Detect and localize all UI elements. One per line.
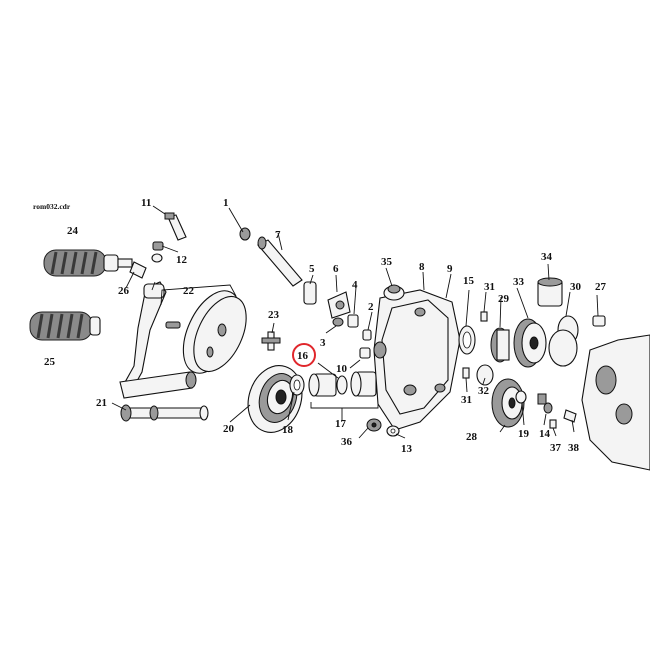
rings-30 xyxy=(548,315,579,367)
gear-33 xyxy=(513,318,547,368)
pin-23 xyxy=(261,331,281,351)
callout-4: 4 xyxy=(352,279,358,291)
callout-10: 10 xyxy=(336,363,348,375)
file-label: rom032.cdr xyxy=(33,202,71,211)
callout-36: 36 xyxy=(341,436,353,448)
bolt-14 xyxy=(537,393,547,405)
clip-26 xyxy=(129,261,147,279)
roller-4 xyxy=(347,314,359,328)
bracket-22 xyxy=(160,284,237,306)
callout-38: 38 xyxy=(568,442,580,454)
callout-25: 25 xyxy=(44,356,56,368)
nut-14 xyxy=(543,402,553,414)
gear-29 xyxy=(490,327,510,363)
callout-11: 11 xyxy=(141,197,151,209)
nut-12 xyxy=(152,241,164,251)
washer-18 xyxy=(289,374,305,396)
callout-21: 21 xyxy=(96,397,107,409)
callout-12: 12 xyxy=(176,254,188,266)
callout-31-upper: 31 xyxy=(484,281,495,293)
callout-33: 33 xyxy=(513,276,525,288)
callout-35: 35 xyxy=(381,256,393,268)
callout-16: 16 xyxy=(297,350,309,362)
callout-14: 14 xyxy=(539,428,551,440)
callout-34: 34 xyxy=(541,251,553,263)
engine-case xyxy=(581,334,650,471)
callout-13: 13 xyxy=(401,443,413,455)
shaft-7 xyxy=(257,236,303,287)
callout-22: 22 xyxy=(183,285,195,297)
bearing-32 xyxy=(476,364,494,386)
callout-3: 3 xyxy=(320,337,326,349)
callout-20: 20 xyxy=(223,423,235,435)
callout-28: 28 xyxy=(466,431,478,443)
callout-5: 5 xyxy=(309,263,315,275)
callout-labels: 1 2 3 4 5 6 7 8 9 10 11 12 13 14 15 16 1… xyxy=(44,197,607,455)
callout-24: 24 xyxy=(67,225,79,237)
callout-8: 8 xyxy=(419,261,425,273)
callout-37: 37 xyxy=(550,442,562,454)
bracket-17 xyxy=(310,402,379,409)
callout-26: 26 xyxy=(118,285,130,297)
callout-17: 17 xyxy=(335,418,347,430)
stud-31a xyxy=(480,311,488,322)
stud-31b xyxy=(462,367,470,379)
callout-30: 30 xyxy=(570,281,582,293)
ring-16 xyxy=(336,375,348,395)
cover-disc-22 xyxy=(182,290,247,374)
callout-2: 2 xyxy=(368,301,374,313)
washer-12 xyxy=(151,253,163,263)
callout-1: 1 xyxy=(223,197,229,209)
kick-lever-arm xyxy=(119,281,197,399)
leader-lines xyxy=(111,205,599,439)
bolt-10 xyxy=(359,347,371,359)
highlight-ring-16 xyxy=(292,343,316,367)
bushing-17b xyxy=(350,371,377,397)
roller-2 xyxy=(362,329,372,341)
callout-18: 18 xyxy=(282,424,294,436)
callout-6: 6 xyxy=(333,263,339,275)
nut-3 xyxy=(332,317,344,327)
callout-27: 27 xyxy=(595,281,607,293)
callout-23: 23 xyxy=(268,309,280,321)
footpeg-lower xyxy=(29,311,101,341)
callout-15: 15 xyxy=(463,275,475,287)
kick-shaft-21 xyxy=(120,404,209,422)
pin-27 xyxy=(592,315,606,327)
bushing-17a xyxy=(308,373,337,397)
bushing-5 xyxy=(303,281,317,305)
clip-38 xyxy=(563,409,577,423)
callout-7: 7 xyxy=(275,229,281,241)
callout-9: 9 xyxy=(447,263,453,275)
footpeg-upper xyxy=(43,249,133,277)
gearcase-cover xyxy=(373,289,461,431)
nut-36 xyxy=(366,418,382,432)
seal-15 xyxy=(458,325,476,355)
callout-32: 32 xyxy=(478,385,490,397)
washer-19 xyxy=(515,390,527,404)
callout-29: 29 xyxy=(498,293,510,305)
screw-22 xyxy=(165,321,181,329)
callout-19: 19 xyxy=(518,428,530,440)
clutch-hub-20 xyxy=(247,365,303,433)
arm-6 xyxy=(327,291,351,319)
callout-31-lower: 31 xyxy=(461,394,472,406)
bolt-11 xyxy=(164,212,187,241)
bushing-34 xyxy=(537,277,563,307)
washer-13 xyxy=(386,425,400,437)
breather-35 xyxy=(383,284,405,301)
dowel-37 xyxy=(549,419,557,429)
